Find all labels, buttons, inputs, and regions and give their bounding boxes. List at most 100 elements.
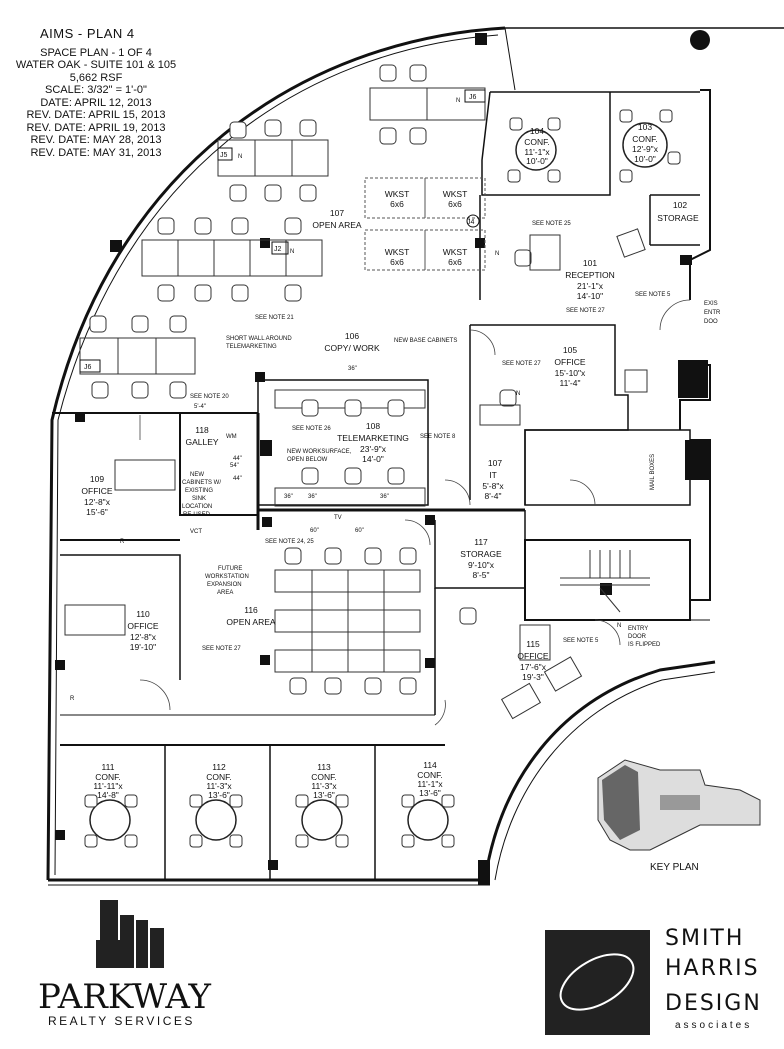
note: EXPANSION <box>207 582 242 588</box>
room-number: 110 <box>136 609 150 619</box>
wkst-size: 6x6 <box>448 199 462 209</box>
room-dims: 8'-5" <box>473 570 490 580</box>
note: SEE NOTE 26 <box>292 426 331 432</box>
note: WORKSTATION <box>205 574 249 580</box>
note: NEW WORKSURFACE, <box>287 449 352 455</box>
note: DOO <box>704 319 718 325</box>
room-dims: 5'-8"x <box>482 481 504 491</box>
corner-dot <box>690 30 710 50</box>
room-name: CONF. <box>95 772 121 782</box>
header-line: REV. DATE: MAY 31, 2013 <box>30 146 162 159</box>
note: LOCATION <box>182 504 212 510</box>
note: SINK <box>192 496 206 502</box>
note: VCT <box>190 529 202 535</box>
room-dims: 11'-4" <box>559 378 580 388</box>
note: RE-USED <box>183 512 211 518</box>
room-dims: 11'-11"x <box>93 781 123 791</box>
jbox-label: J2 <box>274 246 282 253</box>
header-line: WATER OAK - SUITE 101 & 105 <box>15 59 177 71</box>
room-dims: 19'-3" <box>522 672 544 682</box>
note: FUTURE <box>218 566 242 572</box>
room-number: 105 <box>563 345 577 355</box>
room-dims: 13'-6" <box>419 788 441 798</box>
conf-chairs <box>84 109 681 848</box>
room-name: OFFICE <box>517 651 548 661</box>
shd-line-design: DESIGN <box>665 991 762 1016</box>
jbox-label: J5 <box>220 152 228 159</box>
room-name: OPEN AREA <box>312 220 361 230</box>
room-dims: 21'-1"x <box>577 281 604 291</box>
note: 36" <box>284 494 293 500</box>
room-name: CONF. <box>206 772 232 782</box>
room-number: 107 <box>330 208 344 218</box>
key-plan-label: KEY PLAN <box>650 862 699 873</box>
wkst-size: 6x6 <box>390 199 404 209</box>
note: SEE NOTE 5 <box>563 638 599 644</box>
room-dims: 10'-0" <box>526 156 548 166</box>
key-plan: KEY PLAN <box>597 759 761 873</box>
shd-logo: SMITH HARRIS DESIGN associates <box>545 926 762 1035</box>
room-dims: 15'-6" <box>86 507 108 517</box>
note: WM <box>226 434 237 440</box>
room-number: 111 <box>102 762 115 772</box>
outer-curved-wall-inner <box>54 34 499 876</box>
room-name: CONF. <box>524 137 550 147</box>
room-number: 106 <box>345 331 359 341</box>
note: MAIL BOXES <box>650 454 656 490</box>
chairs <box>89 64 532 695</box>
note: SEE NOTE 25 <box>532 221 571 227</box>
parkway-wordmark: PARKWAY <box>38 977 212 1017</box>
note: N <box>516 391 520 397</box>
note: NEW BASE CABINETS <box>394 338 457 344</box>
room-dims: 15'-10"x <box>555 368 586 378</box>
stair <box>560 550 650 613</box>
room-name: TELEMARKETING <box>337 433 409 443</box>
room-dims: 11'-3"x <box>206 781 232 791</box>
header-line: 5,662 RSF <box>69 71 123 84</box>
parkway-logo: PARKWAY REALTY SERVICES <box>38 900 212 1028</box>
wkst-size: 6x6 <box>448 257 462 267</box>
note: DOOR <box>628 634 647 640</box>
room-number: 107 <box>488 458 502 468</box>
note: ENTRY <box>628 626 648 632</box>
note: SEE NOTE 27 <box>502 361 541 367</box>
room-dims: 14'-10" <box>577 291 603 301</box>
room-name: OFFICE <box>81 486 112 496</box>
note: IS FLIPPED <box>628 642 661 648</box>
j-boxes: J6 J5 J2 J4 J6 <box>79 89 486 373</box>
note: AREA <box>217 590 233 596</box>
room-number: 104 <box>530 126 544 136</box>
room-name: STORAGE <box>460 549 502 559</box>
curved-wall-115 <box>483 660 716 881</box>
room-name: IT <box>489 470 497 480</box>
shd-line-smith: SMITH <box>665 926 744 951</box>
room-name: COPY/ WORK <box>324 343 380 353</box>
columns <box>55 33 710 885</box>
room-dims: 14'-8" <box>97 790 119 800</box>
room-dims: 8'-4" <box>485 491 502 501</box>
room-number: 113 <box>317 762 331 772</box>
room-number: 102 <box>673 200 687 210</box>
note: N <box>238 154 242 160</box>
room-name: CONF. <box>632 134 658 144</box>
room-number: 117 <box>474 537 488 547</box>
note: 36" <box>308 494 317 500</box>
header-line: DATE: APRIL 12, 2013 <box>40 96 152 109</box>
note: N <box>456 98 460 104</box>
room-dims: 10'-0" <box>634 154 656 164</box>
note: SEE NOTE 21 <box>255 315 294 321</box>
note: SEE NOTE 5 <box>635 292 671 298</box>
note: TELEMARKETING <box>226 344 277 350</box>
room-dims: 9'-10"x <box>468 560 495 570</box>
room-number: 114 <box>423 760 437 770</box>
note: ENTR <box>704 310 721 316</box>
note: NEW <box>190 472 204 478</box>
wkst-label: WKST <box>443 189 468 199</box>
note: N <box>617 623 621 629</box>
note: SEE NOTE 27 <box>566 308 605 314</box>
room-number: 115 <box>526 639 540 649</box>
wkst-size: 6x6 <box>390 257 404 267</box>
note: 60" <box>355 528 364 534</box>
room-name: OFFICE <box>554 357 585 367</box>
header-line: REV. DATE: APRIL 19, 2013 <box>26 121 166 134</box>
